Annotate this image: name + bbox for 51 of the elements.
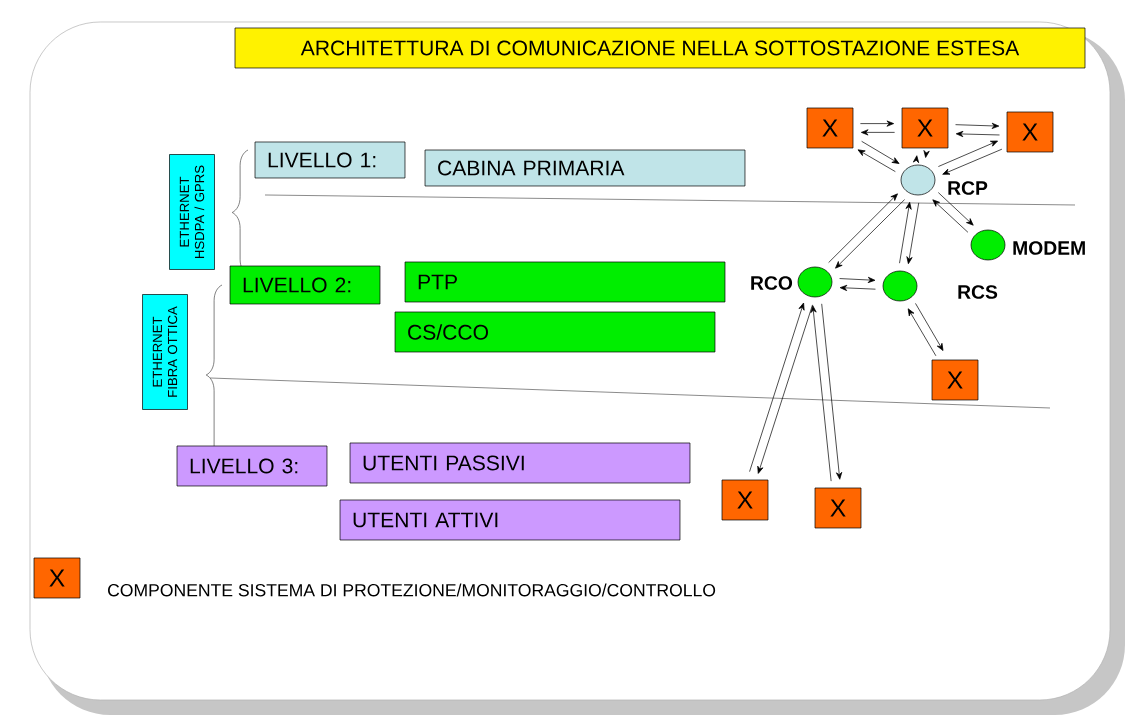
node-label: COMPONENTE SISTEMA DI PROTEZIONE/MONITORAGGIO/CONTROLLO bbox=[108, 583, 716, 597]
arrow bbox=[915, 303, 944, 351]
node-circle bbox=[900, 164, 936, 196]
arrow bbox=[835, 199, 905, 269]
arrow bbox=[861, 129, 895, 136]
section-box: CABINA PRIMARIA bbox=[424, 149, 746, 187]
component-box: X bbox=[806, 107, 854, 149]
arrow bbox=[899, 201, 912, 264]
arrow bbox=[860, 120, 895, 127]
section-box: UTENTI PASSIVI bbox=[349, 442, 691, 484]
arrow bbox=[828, 193, 898, 263]
arrow bbox=[932, 199, 969, 233]
arrow bbox=[938, 140, 998, 167]
network-box: ETHERNET HSDPA / GPRS bbox=[169, 154, 215, 270]
component-box: X bbox=[814, 487, 862, 529]
arrow bbox=[907, 308, 937, 357]
level-box: LIVELLO 1: bbox=[254, 141, 406, 179]
title-box: ARCHITETTURA DI COMUNICAZIONE NELLA SOTTOSTAZIONE ESTESA bbox=[234, 27, 1086, 69]
node-circle bbox=[797, 266, 833, 298]
node-label: RCP bbox=[948, 181, 988, 195]
node-label: RCO bbox=[751, 276, 793, 290]
node-label: MODEM bbox=[1013, 241, 1085, 255]
arrow bbox=[839, 276, 876, 284]
node-circle bbox=[970, 229, 1006, 261]
arrow bbox=[955, 122, 1000, 129]
arrow bbox=[749, 302, 805, 472]
component-box: X bbox=[721, 479, 769, 521]
arrow bbox=[757, 304, 813, 474]
arrow bbox=[942, 148, 1003, 175]
component-box: X bbox=[1006, 111, 1054, 153]
level-box: LIVELLO 2: bbox=[229, 265, 381, 305]
component-box: X bbox=[901, 107, 949, 149]
arrow bbox=[955, 130, 1000, 138]
arrow bbox=[937, 192, 974, 226]
component-box: X bbox=[931, 359, 979, 401]
arrow bbox=[906, 202, 920, 265]
arrow bbox=[821, 303, 843, 480]
component-box: X bbox=[33, 557, 81, 599]
level-box: LIVELLO 3: bbox=[176, 445, 328, 487]
arrow bbox=[839, 284, 876, 291]
node-label: RCS bbox=[958, 285, 998, 299]
arrow bbox=[912, 155, 920, 164]
section-box: UTENTI ATTIVI bbox=[339, 499, 681, 541]
network-box: ETHERNET FIBRA OTTICA bbox=[142, 294, 188, 410]
section-box: CS/CCO bbox=[394, 311, 716, 353]
section-box: PTP bbox=[404, 261, 726, 303]
node-circle bbox=[882, 270, 918, 302]
arrow bbox=[810, 305, 832, 482]
arrow bbox=[923, 150, 930, 158]
arrow bbox=[857, 149, 896, 172]
arrow bbox=[861, 140, 900, 164]
